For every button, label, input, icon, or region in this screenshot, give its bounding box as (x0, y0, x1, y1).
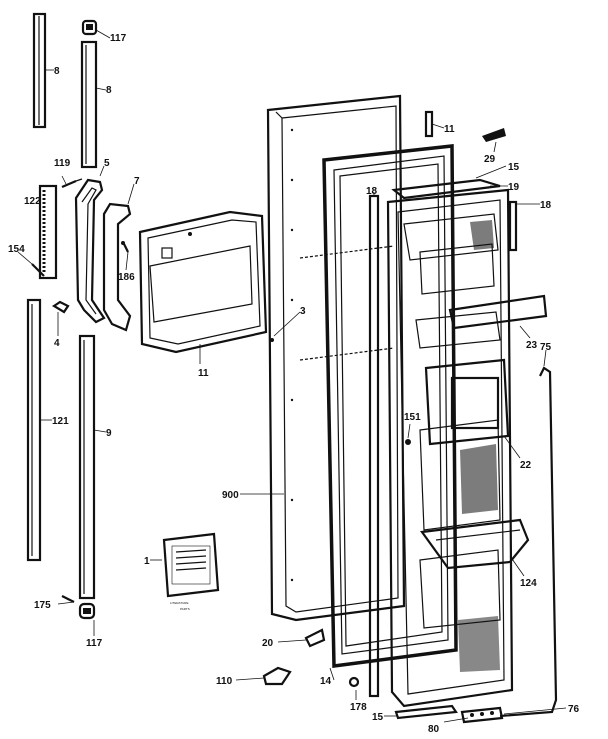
part-154-screw (31, 263, 45, 277)
part-80-hinge (460, 706, 504, 724)
part-23-bracket (448, 294, 548, 330)
label-18-right: 18 (540, 200, 552, 211)
label-11-top: 11 (444, 124, 455, 135)
part-124-shelf (420, 518, 530, 570)
part-5-handle (74, 178, 106, 324)
label-117-top: 117 (110, 33, 127, 44)
part-labels: 117 8 8 119 5 7 122 154 186 4 121 9 11 3… (8, 33, 580, 735)
part-15-bottom-bracket (394, 704, 458, 720)
part-3-fastener (270, 338, 274, 342)
part-186-screw (121, 241, 129, 253)
label-76: 76 (568, 704, 580, 715)
label-900: 900 (222, 490, 239, 501)
part-22-dispenser-frame (424, 358, 510, 446)
label-15-bottom: 15 (372, 712, 384, 723)
label-3: 3 (300, 306, 306, 317)
part-122-strip (38, 184, 58, 280)
label-7: 7 (134, 176, 140, 187)
label-178: 178 (350, 702, 367, 713)
part-110-cap (262, 666, 292, 686)
label-9: 9 (106, 428, 112, 439)
label-11-panel: 11 (198, 368, 209, 379)
leader-lines (17, 29, 567, 723)
label-186: 186 (118, 272, 135, 283)
part-117-bottom-cap (78, 602, 96, 620)
label-8-left: 8 (54, 66, 60, 77)
label-151: 151 (404, 412, 421, 423)
part-119-screw (61, 178, 83, 189)
literature-booklet: LITERATURE PARTS (162, 532, 220, 611)
part-8-left-strip (32, 12, 47, 129)
part-11-dispenser-panel (138, 210, 268, 354)
part-18-right-strip (508, 200, 518, 252)
part-75-76-tube (499, 366, 558, 718)
part-7-handle-insert (102, 202, 132, 332)
label-19: 19 (508, 182, 520, 193)
part-14-gasket (322, 144, 458, 668)
label-119: 119 (54, 158, 71, 169)
part-11-top-small (424, 110, 434, 138)
label-75: 75 (540, 342, 552, 353)
part-19-door-liner (386, 188, 514, 708)
label-1: 1 (144, 556, 150, 567)
label-15-top: 15 (508, 162, 520, 173)
label-122: 122 (24, 196, 41, 207)
literature-title: LITERATURE (170, 601, 188, 605)
label-175: 175 (34, 600, 51, 611)
part-8-right-strip (80, 40, 98, 169)
label-29: 29 (484, 154, 496, 165)
part-9-strip (78, 334, 96, 600)
label-20: 20 (262, 638, 274, 649)
part-900-outer-door (266, 94, 406, 622)
label-4: 4 (54, 338, 60, 349)
label-124: 124 (520, 578, 537, 589)
label-121: 121 (52, 416, 69, 427)
part-18-inner-strip (368, 194, 380, 698)
part-175-screw (61, 595, 75, 603)
label-5: 5 (104, 158, 110, 169)
part-117-top-cap (81, 19, 98, 36)
part-178-bushing (348, 676, 360, 688)
label-23: 23 (526, 340, 538, 351)
label-22: 22 (520, 460, 532, 471)
part-4-clip (51, 300, 70, 314)
label-8-right: 8 (106, 85, 112, 96)
label-80: 80 (428, 724, 440, 735)
label-117-bottom: 117 (86, 638, 103, 649)
part-20-hinge-pin (304, 628, 326, 648)
label-154: 154 (8, 244, 25, 255)
part-151-fastener (405, 439, 411, 445)
door-screw-holes (290, 128, 294, 582)
part-29-bracket (482, 128, 506, 142)
literature-subtitle: PARTS (180, 607, 190, 611)
label-110: 110 (216, 676, 233, 687)
label-18-inner: 18 (366, 186, 378, 197)
part-121-strip (26, 298, 42, 562)
label-14: 14 (320, 676, 332, 687)
